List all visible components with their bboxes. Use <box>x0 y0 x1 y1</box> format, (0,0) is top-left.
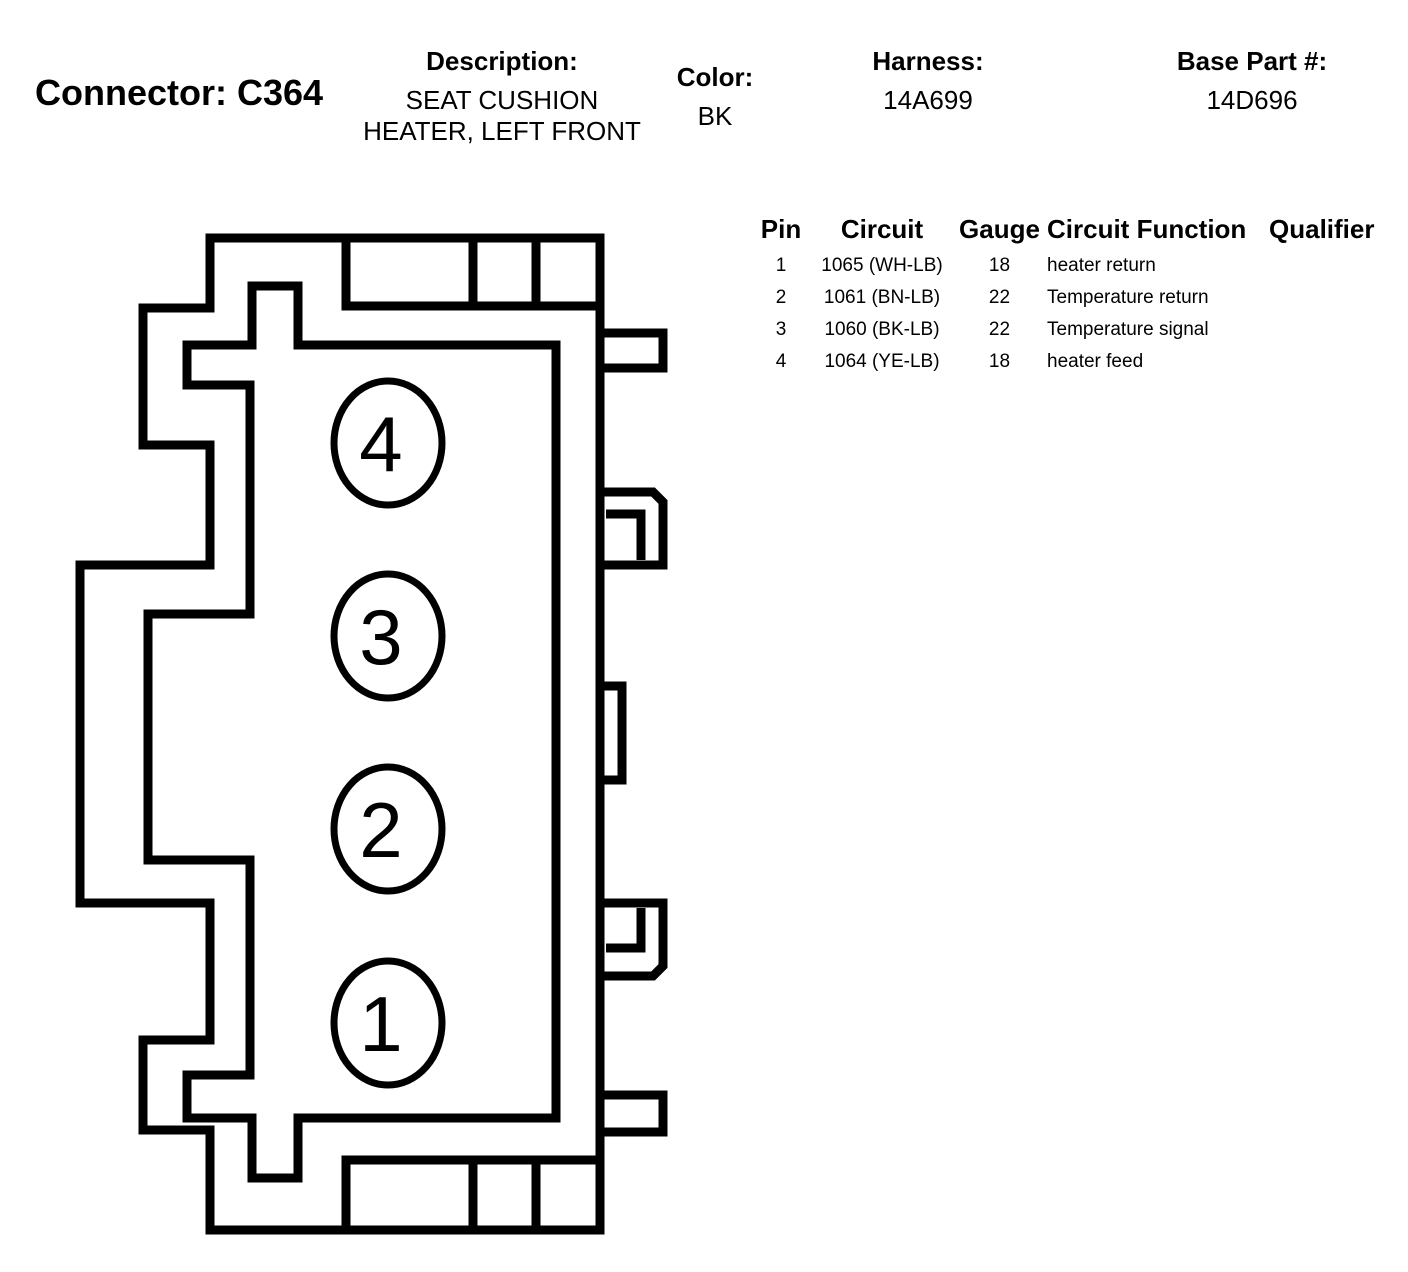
cell-gauge: 22 <box>988 287 1011 308</box>
right-tab-1 <box>600 328 668 373</box>
description-label: Description: <box>426 46 578 76</box>
pin-3-cavity <box>330 570 446 702</box>
top-latch <box>341 238 600 311</box>
pin-4-label: 4 <box>359 400 402 488</box>
cell-pin: 3 <box>775 319 787 340</box>
header-gauge: Gauge <box>959 213 1040 244</box>
table-row: 2 1061 (BN-LB) 22 Temperature return <box>750 282 1389 314</box>
color-value: BK <box>697 101 733 131</box>
base-part-value: 14D696 <box>1206 85 1298 115</box>
cell-circuit: 1064 (YE-LB) <box>824 351 940 372</box>
pin-1-cavity <box>330 957 446 1089</box>
connector-title: Connector: C364 <box>35 72 324 113</box>
cell-pin: 2 <box>775 287 787 308</box>
cell-pin: 4 <box>775 351 787 372</box>
cell-function: heater return <box>1047 255 1156 276</box>
table-row: 1 1065 (WH-LB) 18 heater return <box>750 250 1389 282</box>
cell-function: heater feed <box>1047 351 1144 372</box>
harness-value: 14A699 <box>883 85 973 115</box>
connector-cavity-outline <box>143 281 561 1183</box>
cell-gauge: 22 <box>988 319 1011 340</box>
cell-circuit: 1060 (BK-LB) <box>824 319 940 340</box>
header-qualifier: Qualifier <box>1269 213 1375 244</box>
base-part-label: Base Part #: <box>1176 46 1328 76</box>
pin-4-cavity <box>330 377 446 509</box>
pin-table-header: Pin Circuit Gauge Circuit Function Quali… <box>750 212 1389 250</box>
right-tab-4 <box>600 898 668 981</box>
harness-label: Harness: <box>872 46 984 76</box>
pin-1-label: 1 <box>359 980 402 1068</box>
right-tab-3 <box>600 681 627 785</box>
cell-function: Temperature signal <box>1047 319 1209 340</box>
cell-function: Temperature return <box>1047 287 1209 308</box>
color-label: Color: <box>676 62 754 92</box>
pin-2-cavity <box>330 763 446 895</box>
cell-pin: 1 <box>775 255 787 276</box>
header-circuit: Circuit <box>840 213 924 244</box>
cell-gauge: 18 <box>988 255 1011 276</box>
cell-gauge: 18 <box>988 351 1011 372</box>
right-tab-2 <box>600 487 668 570</box>
pin-2-label: 2 <box>359 786 402 874</box>
table-row: 3 1060 (BK-LB) 22 Temperature signal <box>750 314 1389 346</box>
description-value: SEAT CUSHION HEATER, LEFT FRONT <box>340 85 664 147</box>
cell-circuit: 1061 (BN-LB) <box>823 287 941 308</box>
table-row: 4 1064 (YE-LB) 18 heater feed <box>750 346 1389 378</box>
right-tab-5 <box>600 1090 668 1137</box>
description-line-2: HEATER, LEFT FRONT <box>363 116 641 146</box>
bottom-latch <box>341 1155 600 1230</box>
cell-circuit: 1065 (WH-LB) <box>821 255 943 276</box>
pin-3-label: 3 <box>359 593 402 681</box>
header-pin: Pin <box>760 213 802 244</box>
pin-table: Pin Circuit Gauge Circuit Function Quali… <box>750 212 1389 378</box>
connector-housing-outline <box>75 233 605 1235</box>
header-circuit-function: Circuit Function <box>1047 213 1247 244</box>
description-line-1: SEAT CUSHION <box>405 85 599 115</box>
